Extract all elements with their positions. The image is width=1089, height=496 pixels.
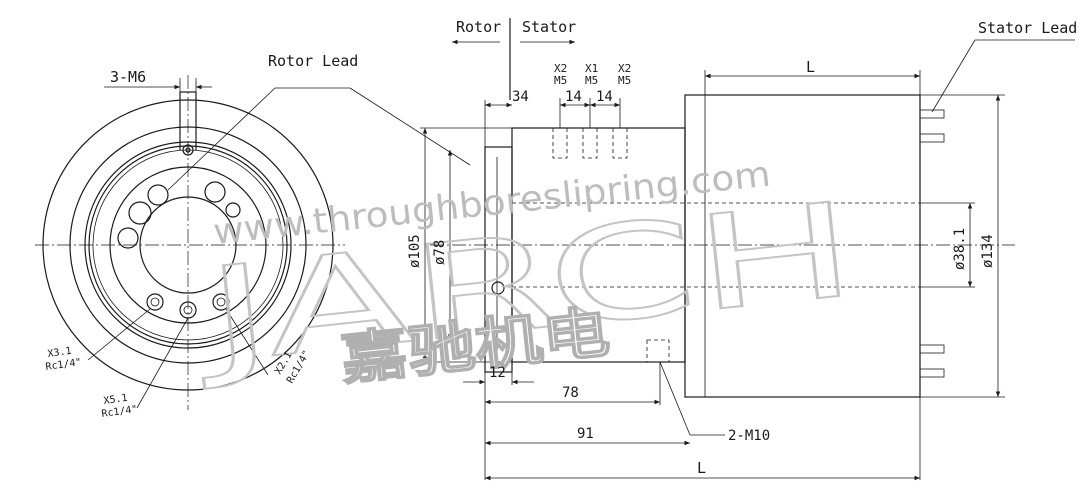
label-dim-12: 12 [489, 365, 506, 381]
label-thread-top: 3-M6 [110, 68, 146, 86]
side-view [420, 18, 1075, 481]
label-stator-lead: Stator Lead [978, 19, 1077, 37]
label-dim-38: ø38.1 [952, 228, 968, 270]
label-dim-91: 91 [577, 426, 594, 442]
label-port-x31-thread: Rc1/4" [45, 357, 82, 373]
label-port-a: X2 [554, 62, 567, 75]
label-dim-14b: 14 [596, 89, 613, 105]
label-rotor: Rotor [456, 18, 501, 36]
label-dim-105: ø105 [407, 234, 423, 268]
label-dim-l-bottom: L [697, 459, 706, 477]
label-rotor-lead: Rotor Lead [268, 52, 358, 70]
label-dim-l-top: L [806, 58, 815, 76]
label-port-x51: X5.1 [103, 393, 128, 407]
label-dim-134: ø134 [980, 234, 996, 268]
label-stator: Stator [522, 18, 576, 36]
label-port-c-thread: M5 [618, 74, 631, 87]
label-port-x51-thread: Rc1/4" [101, 404, 138, 420]
label-port-x31: X3.1 [47, 346, 72, 360]
label-dim-78: 78 [562, 385, 579, 401]
label-dim-14a: 14 [565, 89, 582, 105]
label-port-b-thread: M5 [585, 74, 598, 87]
label-port-c: X2 [618, 62, 631, 75]
label-port-b: X1 [585, 62, 598, 75]
label-port-a-thread: M5 [554, 74, 567, 87]
labels: 3-M6 Rotor Lead Rotor Stator Stator Lead… [45, 18, 1077, 477]
label-dim-34: 34 [512, 89, 529, 105]
label-dim-78-dia: ø78 [432, 240, 448, 265]
label-thread-side: 2-M10 [728, 428, 770, 444]
